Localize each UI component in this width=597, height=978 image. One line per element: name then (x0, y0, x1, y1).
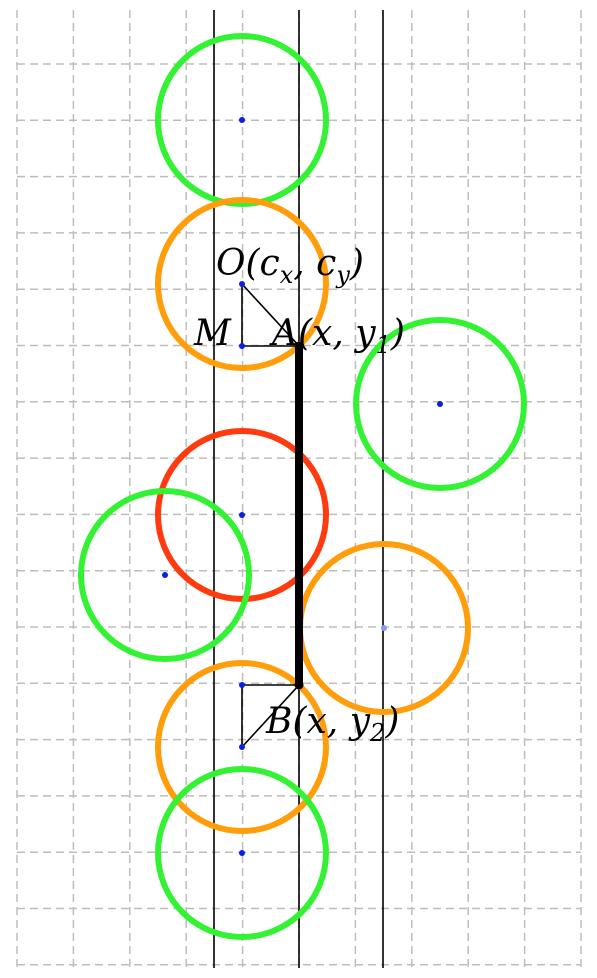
triangle-bottom (241, 684, 301, 748)
circle-lower-orange (155, 660, 329, 834)
dot-bottom-corner (239, 682, 245, 688)
dot-red-center (239, 512, 245, 518)
triangle-top (241, 283, 301, 347)
center-dots (162, 117, 443, 856)
dot-lower-orange-center (239, 744, 245, 750)
dot-m (239, 343, 245, 349)
circle-center-red (155, 428, 329, 602)
circle-right-green (353, 317, 527, 491)
dot-right-orange-center (381, 625, 387, 631)
dot-bottom-green-center (239, 850, 245, 856)
dot-b (294, 680, 304, 690)
label-b: B(x, y2) (265, 701, 399, 747)
construction-lines (241, 283, 301, 748)
dashed-grid (16, 10, 582, 968)
label-a: A(x, y1) (269, 313, 405, 359)
dot-a (294, 341, 304, 351)
dot-right-green-center (437, 401, 443, 407)
dot-left-green-center (162, 572, 168, 578)
circle-top-green (155, 33, 329, 207)
circle-upper-orange (155, 197, 329, 371)
dot-o-center (239, 281, 245, 287)
label-o: O(cx, cy) (216, 243, 364, 289)
label-m: M (193, 313, 232, 354)
circle-bottom-green (155, 766, 329, 940)
dot-top-green-center (239, 117, 245, 123)
circle-left-green (78, 488, 252, 662)
circles-group (78, 33, 527, 940)
